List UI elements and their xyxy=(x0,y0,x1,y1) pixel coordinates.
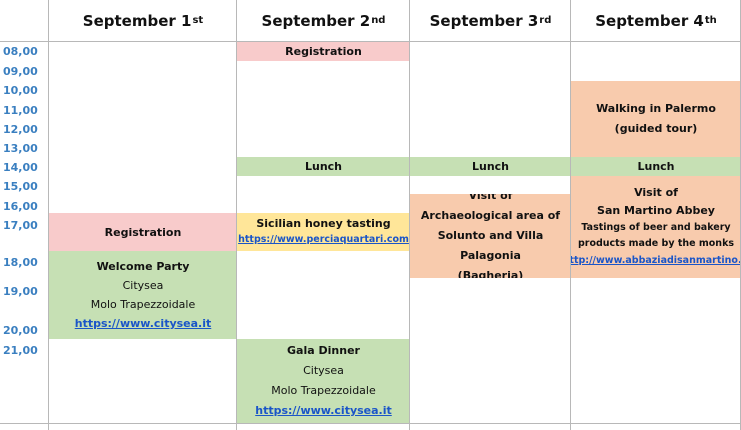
column-divider xyxy=(48,0,49,430)
event-d4-lunch: Lunch xyxy=(571,157,741,176)
day-header-2-suffix: nd xyxy=(371,14,386,26)
event-d3-visit: Visit of Archaeological area of Solunto … xyxy=(410,194,571,278)
time-label: 15,00 xyxy=(3,180,38,193)
time-label: 11,00 xyxy=(3,104,38,117)
column-divider xyxy=(570,0,571,430)
event-link[interactable]: https://www.citysea.it xyxy=(74,317,212,330)
day-header-4-suffix: th xyxy=(704,14,717,26)
time-label: 20,00 xyxy=(3,324,38,337)
day-header-1-label: September 1 xyxy=(82,12,192,30)
day-header-3-label: September 3 xyxy=(429,12,539,30)
event-title: Registration xyxy=(285,45,362,58)
event-venue: Citysea xyxy=(122,279,164,292)
event-location: Molo Trapezzoidale xyxy=(271,384,376,397)
time-label: 13,00 xyxy=(3,142,38,155)
event-title: Registration xyxy=(104,225,182,239)
time-label: 16,00 xyxy=(3,200,38,213)
day-header-2-label: September 2 xyxy=(261,12,371,30)
event-d2-lunch: Lunch xyxy=(237,157,410,176)
event-d1-welcome-party: Welcome Party Citysea Molo Trapezzoidale… xyxy=(49,251,237,339)
event-line: San Martino Abbey xyxy=(597,204,715,217)
event-line: products made by the monks xyxy=(577,238,735,249)
time-label: 17,00 xyxy=(3,219,38,232)
time-label: 19,00 xyxy=(3,285,38,298)
time-label: 12,00 xyxy=(3,123,38,136)
event-line: (guided tour) xyxy=(614,122,698,135)
event-link[interactable]: https://www.perciaquartari.com xyxy=(238,234,409,245)
event-line: Archaeological area of xyxy=(420,209,561,222)
event-title: Lunch xyxy=(471,160,510,173)
event-title: Lunch xyxy=(304,160,343,173)
day-header-3-suffix: rd xyxy=(539,14,552,26)
event-d4-visit: Visit of San Martino Abbey Tastings of b… xyxy=(571,176,741,278)
event-d2-honey-tasting: Sicilian honey tasting https://www.perci… xyxy=(237,213,410,251)
event-line: Visit of xyxy=(468,194,513,202)
event-d1-registration: Registration xyxy=(49,213,237,251)
event-title: Welcome Party xyxy=(96,260,190,273)
time-label: 21,00 xyxy=(3,344,38,357)
column-divider xyxy=(236,0,237,430)
event-line: Visit of xyxy=(634,186,678,199)
bottom-border xyxy=(0,423,741,424)
event-location: Molo Trapezzoidale xyxy=(90,298,196,311)
time-label: 14,00 xyxy=(3,161,38,174)
event-d3-lunch: Lunch xyxy=(410,157,571,176)
column-divider xyxy=(409,0,410,430)
event-line: (Bagheria) xyxy=(457,269,524,278)
day-header-4-label: September 4 xyxy=(595,12,704,30)
time-label: 18,00 xyxy=(3,256,38,269)
event-link[interactable]: http://www.abbaziadisanmartino.it xyxy=(571,255,741,266)
day-header-1-suffix: st xyxy=(192,14,204,26)
time-label: 10,00 xyxy=(3,84,38,97)
header-divider xyxy=(0,41,741,42)
event-line: Tastings of beer and bakery xyxy=(581,222,731,233)
event-link[interactable]: https://www.citysea.it xyxy=(255,404,392,417)
event-title: Sicilian honey tasting xyxy=(256,217,391,230)
event-d4-walking-tour: Walking in Palermo (guided tour) xyxy=(571,81,741,157)
event-venue: Citysea xyxy=(303,364,344,377)
event-d2-registration: Registration xyxy=(237,42,410,61)
event-line: Solunto and Villa Palagonia xyxy=(437,229,544,262)
event-title: Gala Dinner xyxy=(287,344,360,357)
time-label: 09,00 xyxy=(3,65,38,78)
time-label: 08,00 xyxy=(3,45,38,58)
event-title: Lunch xyxy=(637,160,675,173)
event-line: Walking in Palermo xyxy=(596,102,716,115)
event-d2-gala-dinner: Gala Dinner Citysea Molo Trapezzoidale h… xyxy=(237,339,410,423)
